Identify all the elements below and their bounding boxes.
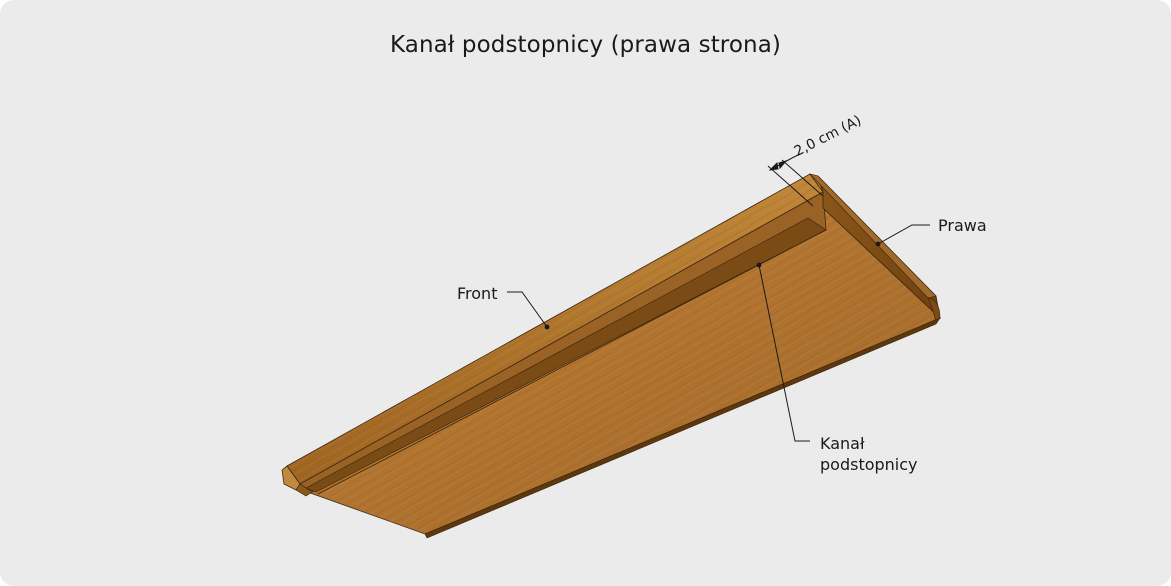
- diagram-title: Kanał podstopnicy (prawa strona): [390, 32, 781, 58]
- leader-groove: [756, 262, 810, 442]
- label-riser-groove: Kanał podstopnicy: [820, 433, 930, 475]
- tread-bottom-edge: [424, 317, 941, 539]
- label-riser-groove-line2: podstopnicy: [820, 455, 918, 474]
- dimension-marker: [767, 153, 824, 207]
- leader-front: [507, 291, 550, 330]
- riser-groove: [295, 191, 827, 497]
- label-riser-groove-line1: Kanał: [820, 434, 865, 453]
- label-right-side: Prawa: [938, 216, 987, 235]
- leader-right: [875, 224, 930, 247]
- tread-right-side: [809, 173, 941, 323]
- label-front: Front: [457, 284, 498, 303]
- tread-top-surface: [301, 207, 941, 535]
- tread-front-nosing: [281, 173, 824, 491]
